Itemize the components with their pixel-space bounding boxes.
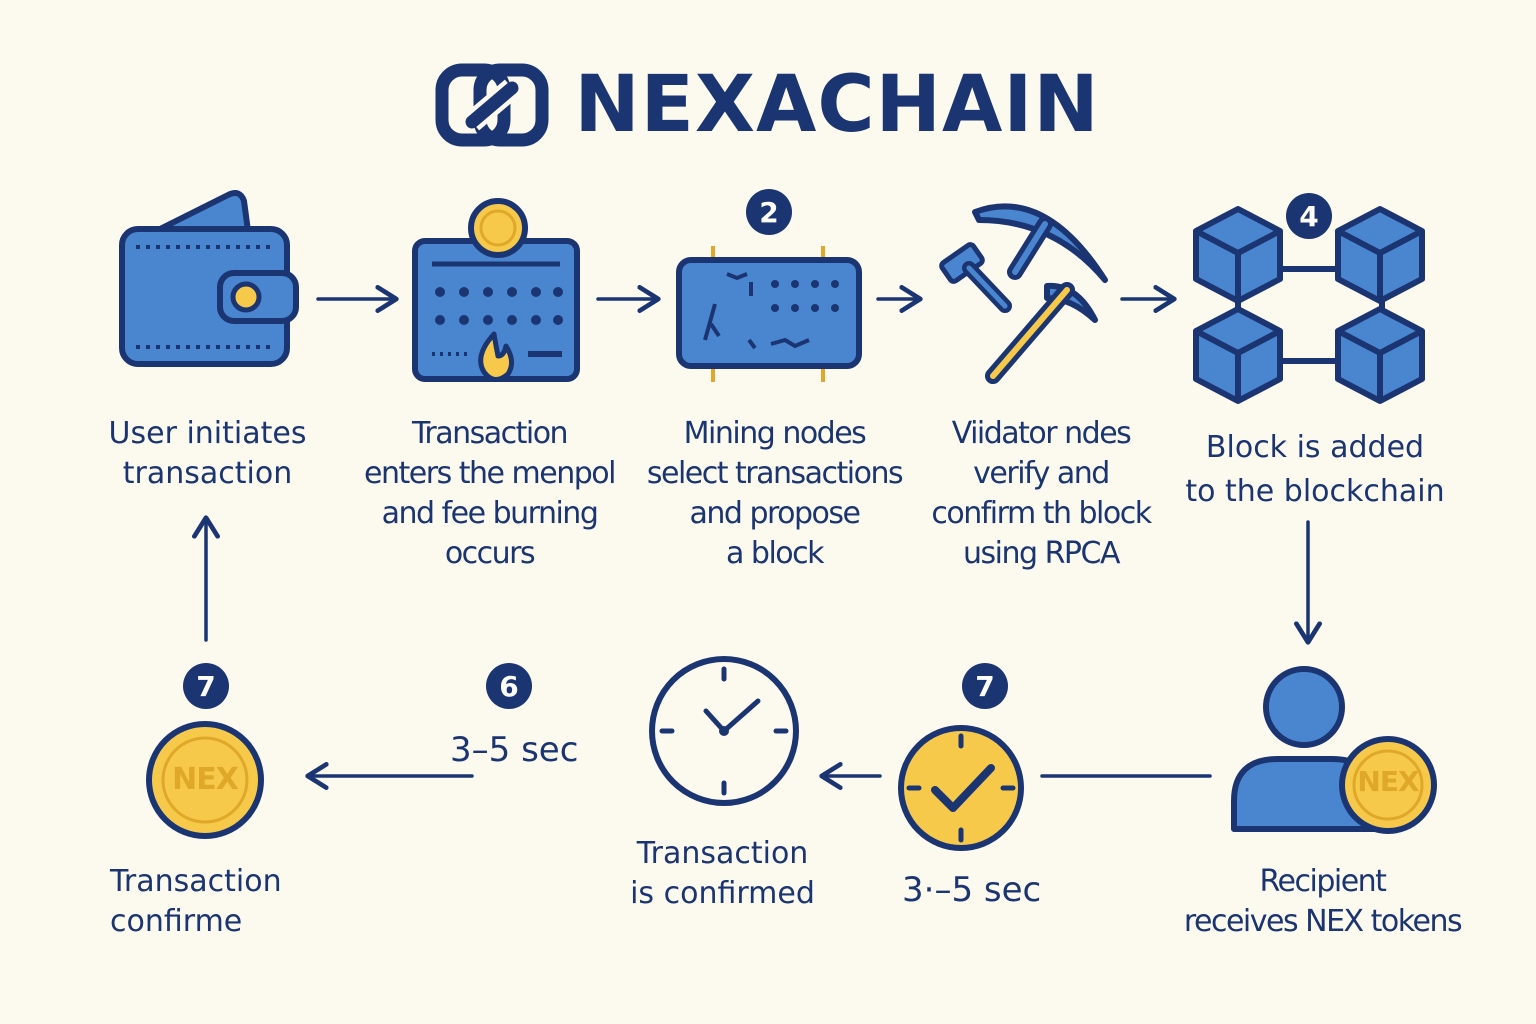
step-label-confirmed-left: Transaction confirme [110, 864, 282, 939]
wallet-icon [119, 190, 299, 367]
recipient-coin: NEX [1338, 735, 1438, 835]
clock-icon [649, 656, 799, 806]
time-label-left: 3–5 sec [450, 730, 579, 770]
step-badge-mining: 2 [746, 189, 792, 235]
step-label-mempool: Transaction enters the menpol and fee bu… [364, 416, 616, 571]
step-badge-coin-left: 7 [183, 663, 229, 709]
mining-board-icon [676, 246, 862, 382]
step-label-recipient: Recipient receives NEX tokens [1183, 864, 1463, 939]
mempool-card-icon [412, 198, 580, 382]
nex-coin-icon [146, 721, 264, 839]
step-label-block: Block is added to the blockchain [1185, 430, 1445, 509]
step-label-mining: Mining nodes select transactions and pro… [646, 416, 904, 571]
coin-label: NEX [1357, 765, 1419, 798]
coin-label: NEX [172, 762, 239, 797]
chain-link-icon [435, 63, 549, 147]
step-badge-sec-left: 6 [486, 663, 532, 709]
title-bar: NEXACHAIN [0, 50, 1536, 160]
step-label-wallet: User initiates transaction [108, 416, 307, 491]
blockchain-cubes-icon [1193, 206, 1425, 404]
step-badge-block: 4 [1286, 193, 1332, 239]
step-badge-timer: 7 [962, 663, 1008, 709]
page-title: NEXACHAIN [574, 60, 1100, 150]
nex-coin-icon [1339, 736, 1437, 834]
step-label-validator: Viidator ndes verify and confirm th bloc… [931, 416, 1152, 571]
left-coin: NEX [145, 720, 265, 840]
time-label-timer: 3·–5 sec [902, 870, 1042, 910]
pickaxe-hammer-icon [939, 203, 1108, 384]
step-label-confirmed-mid: Transaction is confirmed [630, 836, 815, 911]
stopwatch-icon [898, 725, 1024, 851]
